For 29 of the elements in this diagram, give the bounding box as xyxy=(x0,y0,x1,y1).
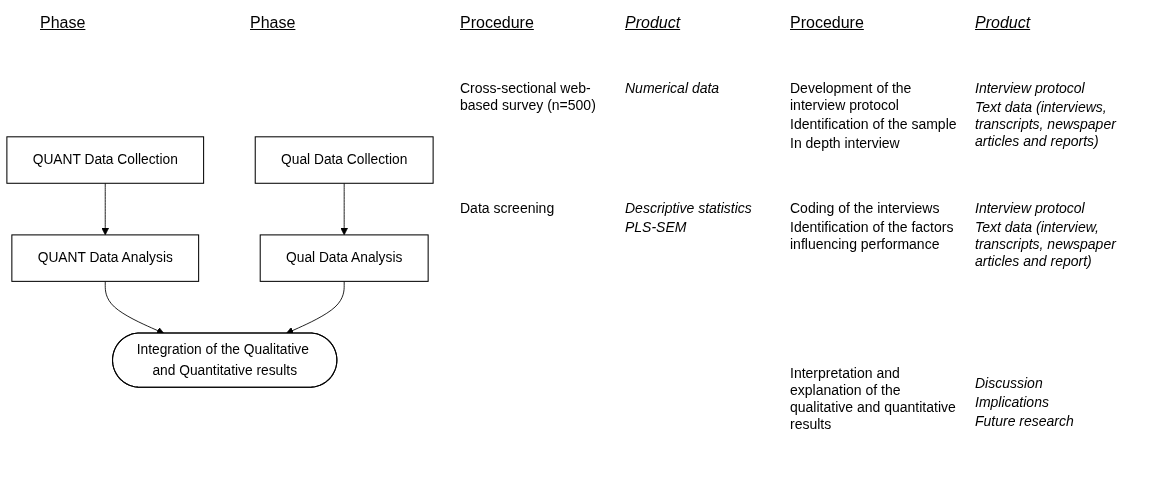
phase-box: QUANT Data Analysis xyxy=(11,234,200,282)
column-heading: Product xyxy=(975,14,1032,31)
product-text: Discussion xyxy=(975,375,1044,392)
procedure-text: Interpretation and explanation of the qualitative and quantitative results xyxy=(790,365,957,433)
phase-box: Qual Data Collection xyxy=(254,136,434,184)
product-text: Interview protocol xyxy=(975,80,1086,97)
column-heading: Procedure xyxy=(460,14,535,31)
product-text: Numerical data xyxy=(625,80,721,97)
column-heading: Phase xyxy=(250,14,297,31)
product-text: Implications xyxy=(975,394,1050,411)
phase-box: QUANT Data Collection xyxy=(6,136,205,184)
product-text: PLS-SEM xyxy=(625,219,688,236)
procedure-text: Development of the interview protocol xyxy=(790,80,913,114)
column-heading: Phase xyxy=(40,14,87,31)
product-text: Descriptive statistics xyxy=(625,200,753,217)
procedure-text: Coding of the interviews xyxy=(790,200,941,217)
product-text: Text data (interview, transcripts, newspaper articles and report) xyxy=(975,219,1118,270)
integration-ellipse: Integration of the Qualitative and Quantitative results xyxy=(112,332,338,388)
procedure-text: Identification of the sample xyxy=(790,116,958,133)
procedure-text: In depth interview xyxy=(790,135,901,152)
product-text: Interview protocol xyxy=(975,200,1086,217)
column-heading: Procedure xyxy=(790,14,865,31)
column-heading: Product xyxy=(625,14,682,31)
product-text: Text data (interviews, transcripts, newspaper articles and reports) xyxy=(975,99,1118,150)
procedure-text: Identification of the factors influencing performance xyxy=(790,219,955,253)
phase-box: Qual Data Analysis xyxy=(259,234,429,282)
procedure-text: Cross-sectional web-based survey (n=500) xyxy=(460,80,597,114)
procedure-text: Data screening xyxy=(460,200,556,217)
product-text: Future research xyxy=(975,413,1075,430)
